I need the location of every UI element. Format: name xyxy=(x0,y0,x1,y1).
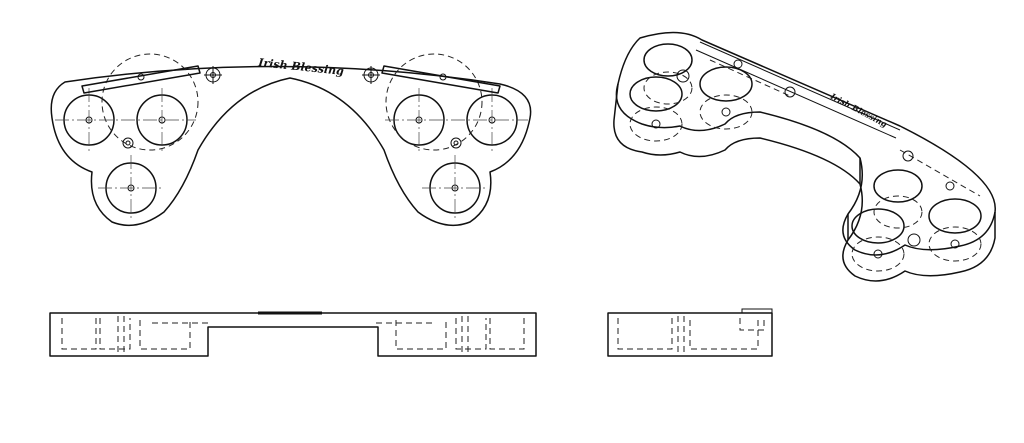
iso-right-cup-2 xyxy=(851,208,905,244)
iso-left-cup-3-hole xyxy=(721,107,731,117)
front-right-pocket-3 xyxy=(489,318,525,350)
right-slot xyxy=(381,65,501,94)
iso-bridge-hole-right xyxy=(902,150,914,162)
front-view xyxy=(49,311,537,357)
iso-right-post xyxy=(907,233,921,247)
front-right-pocket-2 xyxy=(455,318,487,350)
iso-right-cup-1-bottom xyxy=(873,195,923,229)
side-slot xyxy=(739,318,765,331)
left-post-hole xyxy=(122,137,134,149)
left-post-hole-inner xyxy=(125,140,131,146)
side-view-outline xyxy=(607,312,773,357)
right-post-hole xyxy=(450,137,462,149)
bridge-holes xyxy=(204,66,380,84)
iso-right-screw xyxy=(945,181,955,191)
right-slot-outline xyxy=(381,65,501,94)
front-left-pocket-1 xyxy=(61,318,97,350)
left-cup-holes xyxy=(55,53,199,220)
side-view xyxy=(607,308,773,357)
iso-right-cup-2-hole xyxy=(873,249,883,259)
iso-left-cup-2 xyxy=(629,76,683,112)
iso-bottom-outline xyxy=(613,83,996,282)
iso-rail-line-2 xyxy=(695,49,897,139)
iso-left-slot xyxy=(709,59,791,97)
iso-left-post xyxy=(676,69,690,83)
iso-left-cup-3 xyxy=(699,66,753,102)
front-left-pocket-2 xyxy=(99,318,131,350)
iso-left-cup-1 xyxy=(643,43,693,77)
right-cup-holes xyxy=(385,53,528,220)
right-post-hole-inner xyxy=(453,140,459,146)
iso-right-cup-2-bottom xyxy=(851,236,905,272)
left-slot xyxy=(81,65,201,94)
side-pocket-2 xyxy=(689,320,759,350)
side-pocket-1 xyxy=(617,318,673,350)
iso-right-slot xyxy=(899,149,981,197)
top-view-outline xyxy=(50,65,532,227)
iso-right-cup-3 xyxy=(928,198,982,234)
right-hidden-arc xyxy=(385,53,483,151)
iso-left-cup-3-bottom xyxy=(699,94,753,130)
iso-top-outline xyxy=(615,31,996,256)
left-hidden-arc xyxy=(101,53,199,151)
iso-bridge-hole-left xyxy=(784,86,796,98)
iso-right-cup-1 xyxy=(873,169,923,203)
iso-left-cup-2-hole xyxy=(651,119,661,129)
iso-left-cup-2-bottom xyxy=(629,106,683,142)
iso-rail-line-1 xyxy=(699,41,901,131)
front-right-pocket-1 xyxy=(395,320,447,350)
front-left-pocket-3 xyxy=(139,320,191,350)
iso-right-cup-3-bottom xyxy=(928,226,982,262)
iso-right-cup-3-hole xyxy=(950,239,960,249)
top-view: Irish Blessing xyxy=(50,53,532,227)
left-slot-screw xyxy=(137,73,145,81)
iso-left-cup-1-bottom xyxy=(643,71,693,105)
iso-left-screw xyxy=(733,59,743,69)
right-slot-screw xyxy=(439,73,447,81)
side-bridge-lip xyxy=(741,308,773,313)
left-slot-outline xyxy=(81,65,201,94)
